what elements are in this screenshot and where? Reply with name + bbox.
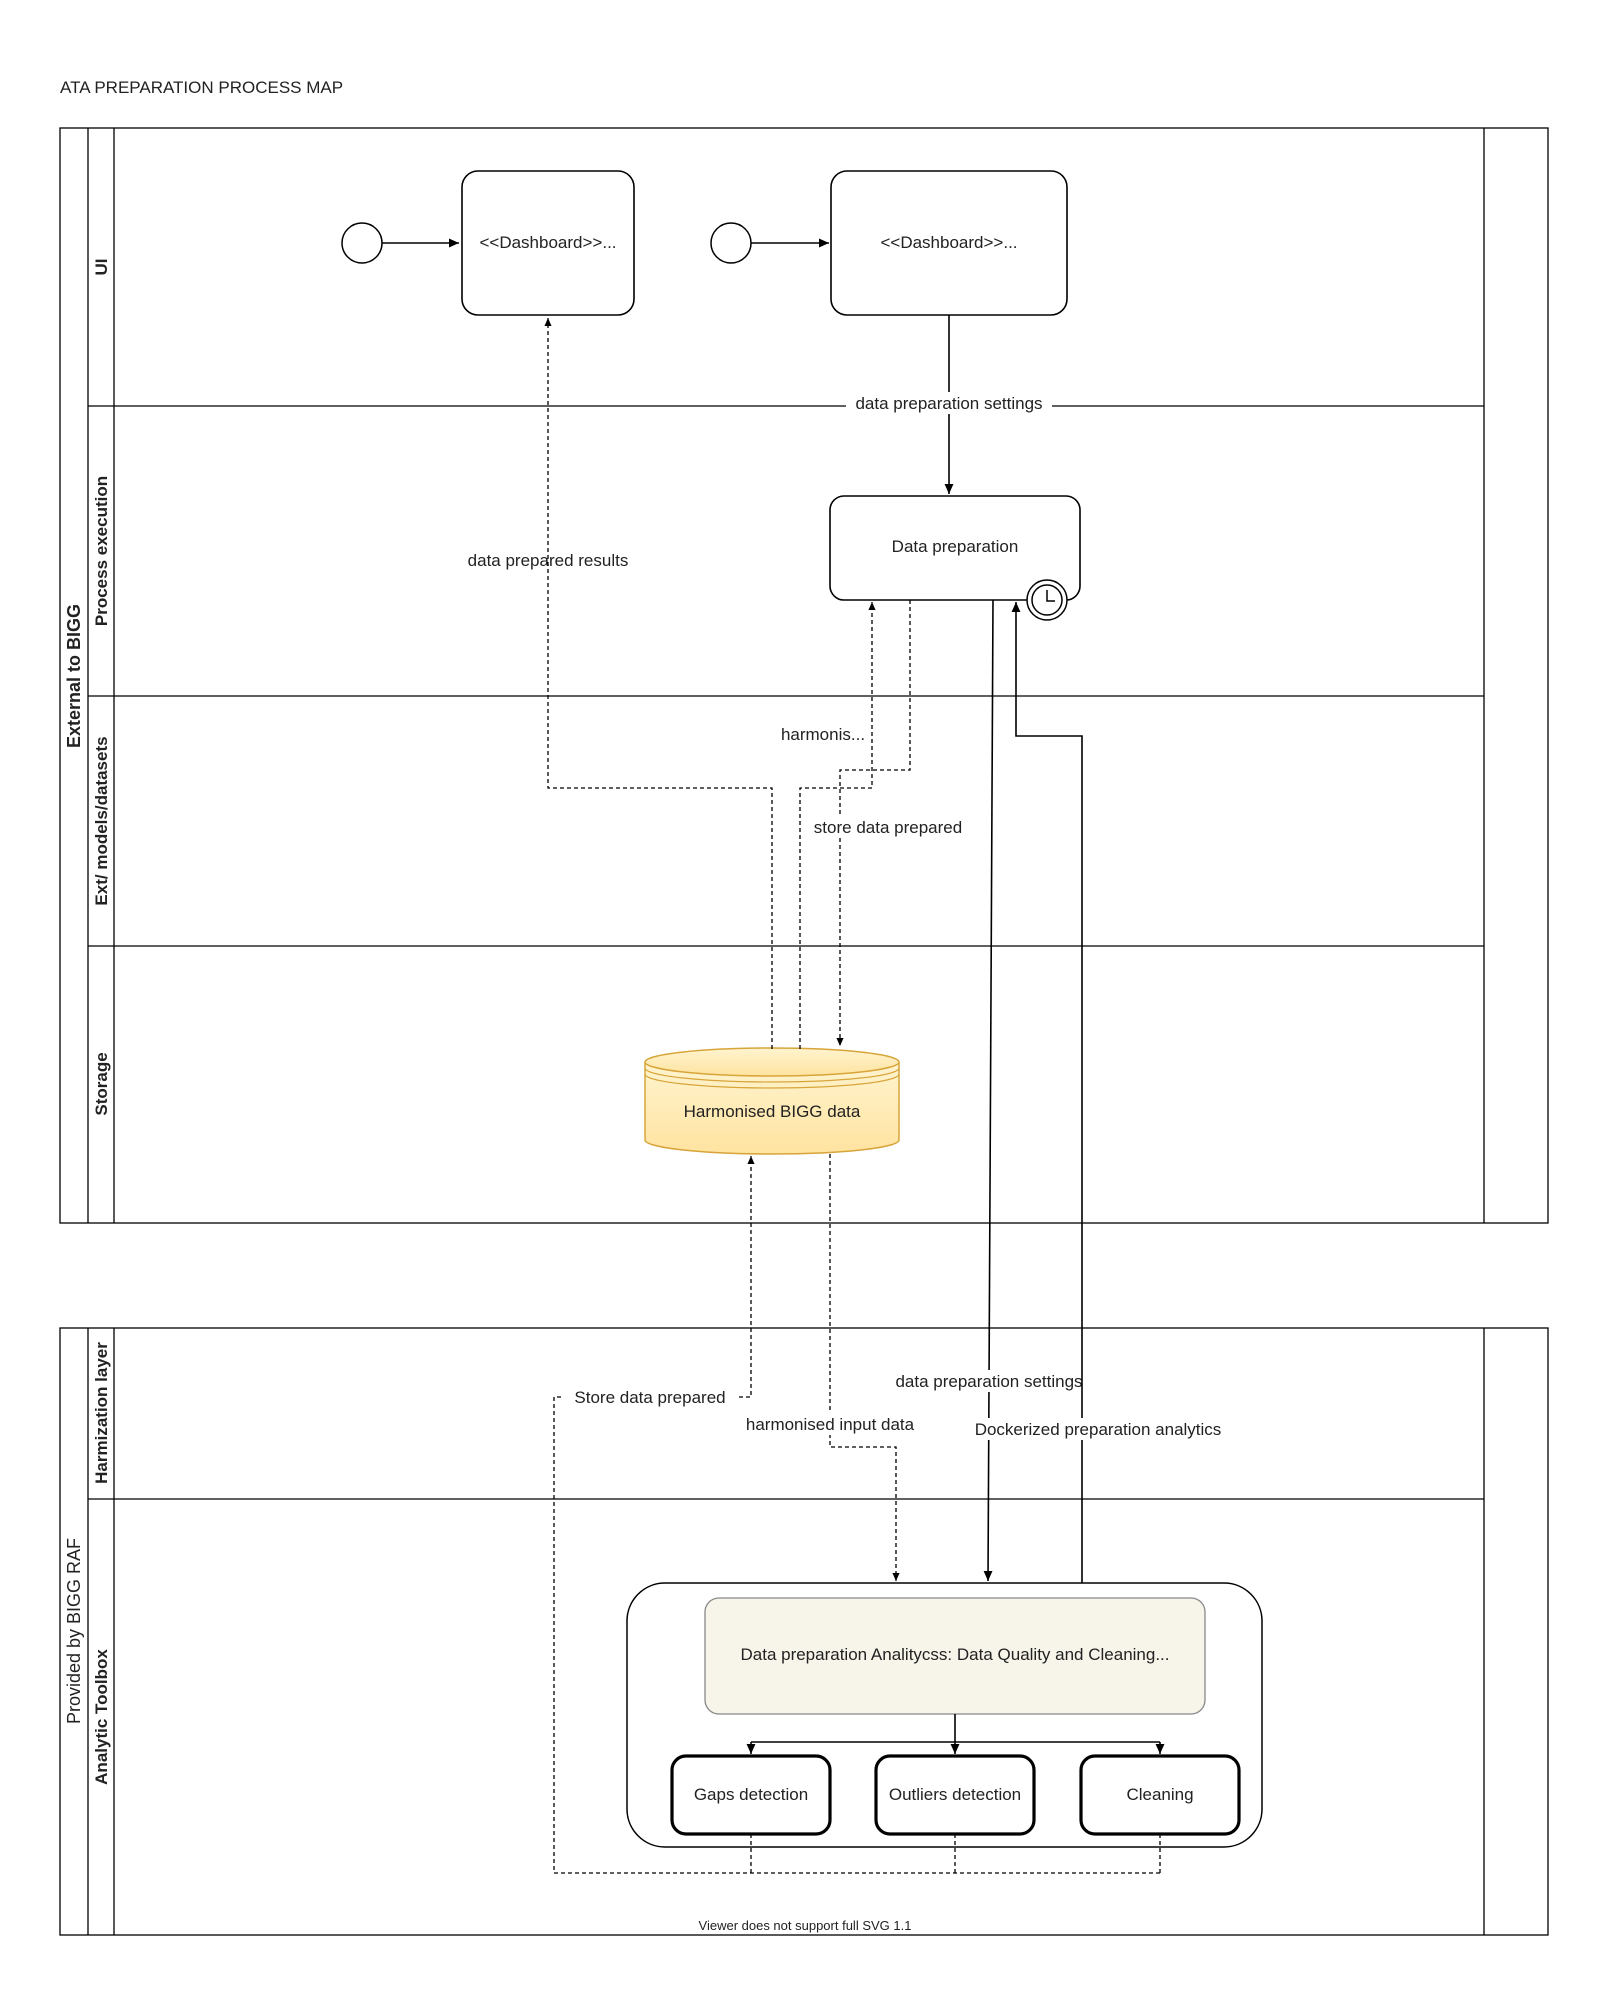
- cleaning-label: Cleaning: [1126, 1785, 1193, 1804]
- lane-label-toolbox: Analytic Toolbox: [92, 1649, 111, 1785]
- edge-label-prepared-results: data prepared results: [468, 551, 629, 570]
- dashboard-1-box[interactable]: [461, 170, 635, 316]
- gaps-detection-label: Gaps detection: [694, 1785, 808, 1804]
- analytics-task-label: Data preparation Analitycss: Data Qualit…: [740, 1645, 1169, 1664]
- harmonised-data-store[interactable]: [644, 1047, 900, 1155]
- outliers-detection-label: Outliers detection: [889, 1785, 1021, 1804]
- pool-label-provided: Provided by BIGG RAF: [64, 1538, 84, 1724]
- dashboard-2-label: <<Dashboard>>...: [880, 233, 1017, 252]
- edge-store-analytics: [829, 1154, 900, 1581]
- footer-note: Viewer does not support full SVG 1.1: [699, 1918, 912, 1933]
- data-preparation-box[interactable]: [829, 495, 1081, 601]
- edge-store-dashboard1: [544, 318, 773, 1049]
- lane-label-harmonization: Harmization layer: [92, 1342, 111, 1484]
- timer-icon: [1026, 579, 1068, 621]
- lane-label-storage: Storage: [92, 1052, 111, 1115]
- pool-provided: Provided by BIGG RAF Harmization layer A…: [59, 1327, 1549, 1936]
- page-title: ATA PREPARATION PROCESS MAP: [60, 78, 343, 97]
- start-event-1[interactable]: [341, 222, 383, 264]
- dashboard-1-label: <<Dashboard>>...: [479, 233, 616, 252]
- edge-label-settings-top: data preparation settings: [855, 394, 1042, 413]
- edge-datapreparation-analytics: [983, 599, 994, 1582]
- edge-label-store-prepared: store data prepared: [814, 818, 962, 837]
- edge-label-harmonised-input: harmonised input data: [746, 1415, 915, 1434]
- edge-label-settings-bottom: data preparation settings: [895, 1372, 1082, 1391]
- edge-label-harmonis: harmonis...: [781, 725, 865, 744]
- data-preparation-label: Data preparation: [892, 537, 1019, 556]
- edge-label-dockerized: Dockerized preparation analytics: [975, 1420, 1222, 1439]
- harmonised-data-label: Harmonised BIGG data: [684, 1102, 861, 1121]
- edge-label-store-prepared-bottom: Store data prepared: [574, 1388, 725, 1407]
- lane-label-process: Process execution: [92, 476, 111, 626]
- lane-label-ui: UI: [92, 259, 111, 276]
- edge-datapreparation-store: [836, 600, 911, 1046]
- pool-label-external: External to BIGG: [64, 604, 84, 748]
- lane-label-ext: Ext/ models/datasets: [92, 736, 111, 905]
- edge-analytics-datapreparation: [1011, 602, 1083, 1583]
- pool-external: External to BIGG UI Process execution Ex…: [59, 127, 1549, 1224]
- start-event-2[interactable]: [710, 222, 752, 264]
- edge-store-datapreparation: [799, 602, 876, 1049]
